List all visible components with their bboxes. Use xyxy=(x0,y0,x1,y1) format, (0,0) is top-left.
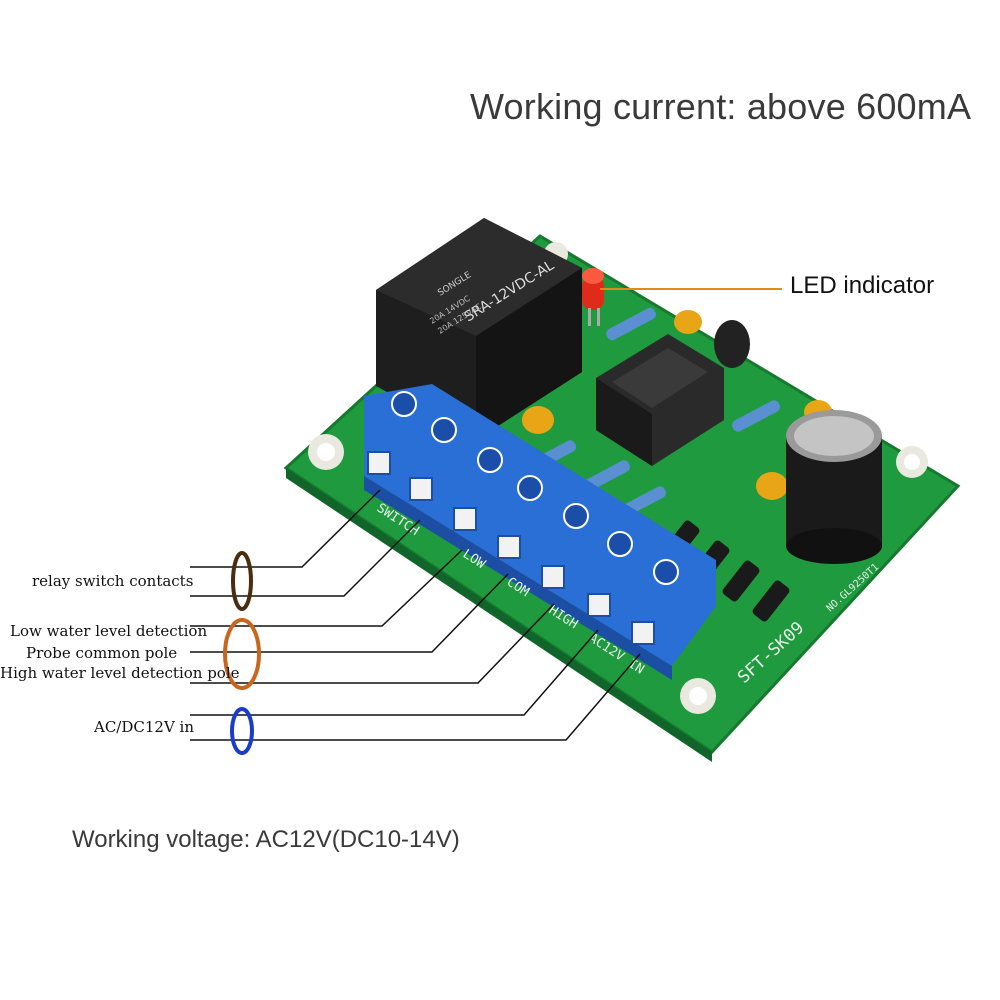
label-probe-common-pole: Probe common pole xyxy=(26,644,178,662)
led xyxy=(582,268,604,326)
label-low-water-detection: Low water level detection xyxy=(10,622,208,640)
led-indicator-label: LED indicator xyxy=(790,272,935,299)
ring-power-in xyxy=(230,707,254,755)
relay: SRA-12VDC-AL SONGLE 20A 14VDC 20A 125VAC xyxy=(376,218,582,440)
ring-relay-contacts xyxy=(231,551,253,611)
terminal-slots xyxy=(367,451,655,645)
working-voltage-caption: Working voltage: AC12V(DC10-14V) xyxy=(72,826,460,853)
ring-probes xyxy=(223,618,261,690)
label-ac-dc-12v-in: AC/DC12V in xyxy=(94,718,195,736)
ic-chip xyxy=(596,334,724,466)
terminal-block xyxy=(364,384,716,680)
capacitors xyxy=(522,310,832,500)
label-relay-switch-contacts: relay switch contacts xyxy=(32,572,194,590)
electrolytic-capacitor xyxy=(786,410,882,564)
label-high-water-detection-pole: High water level detection pole xyxy=(0,664,240,682)
terminal-screws xyxy=(391,391,679,585)
working-current-caption: Working current: above 600mA xyxy=(470,86,972,127)
transistor xyxy=(714,320,750,368)
